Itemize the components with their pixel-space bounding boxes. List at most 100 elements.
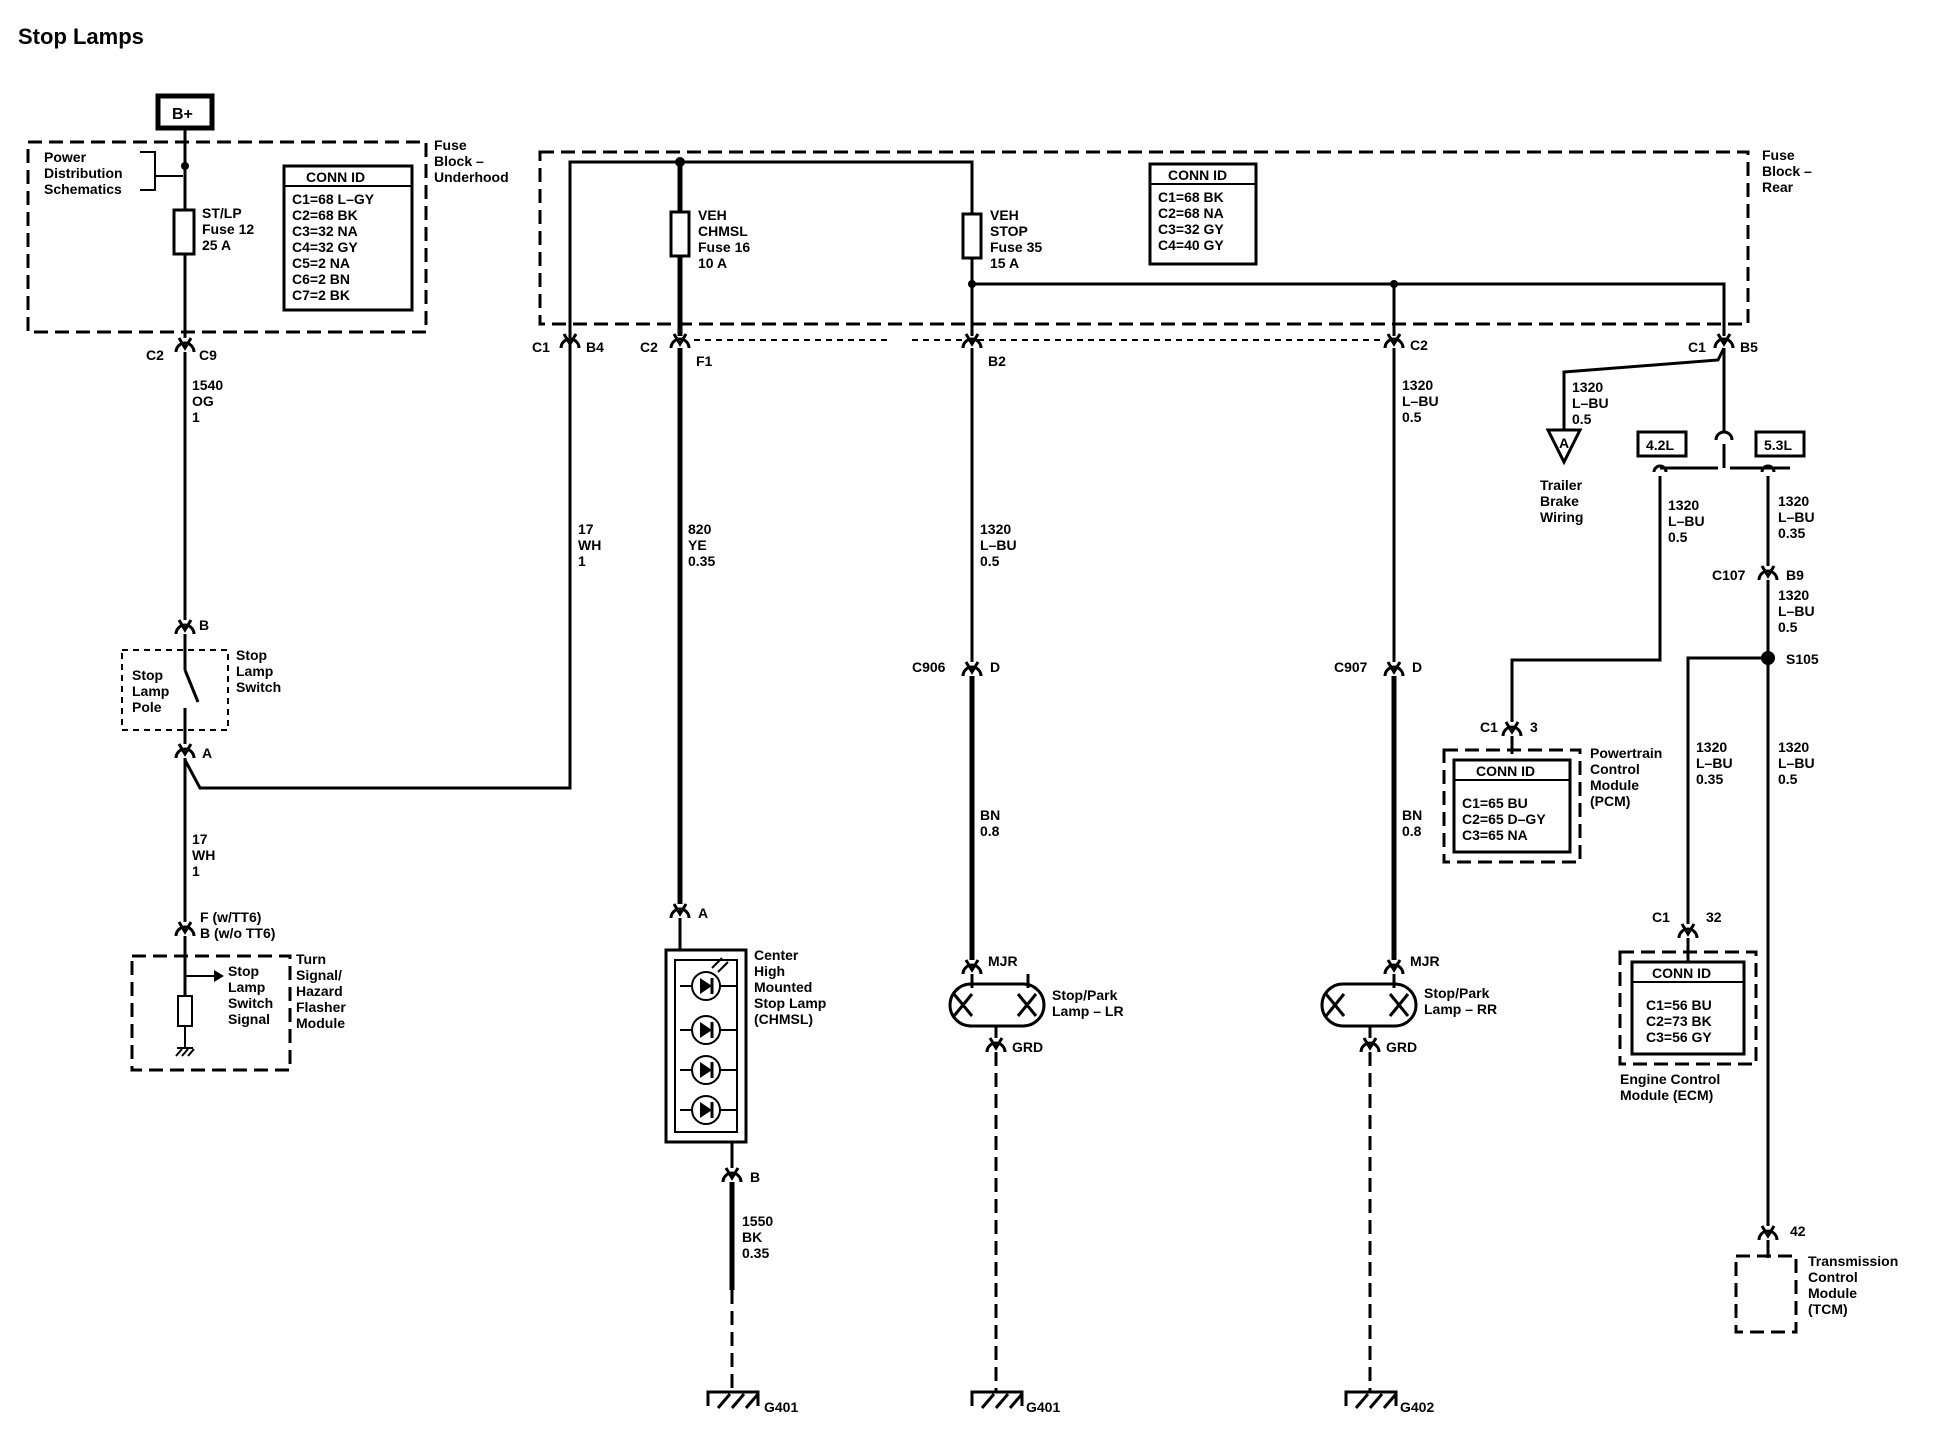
wire-820-label: YE [688,537,707,553]
wire-1320-rr-label: 1320 [1402,377,1433,393]
tcm-name: Transmission [1808,1253,1898,1269]
rear-conn-id: CONN ID C1=68 BK C2=68 NA C3=32 GY C4=40… [1148,162,1258,266]
wire-1320-rr-label: 0.5 [1402,409,1422,425]
pcm-conn-row: C1=65 BU [1462,795,1528,811]
pcm-pin [1501,720,1523,738]
fuse-block-rear: Fuse Block – Rear VEH CHMSL Fuse 16 10 A… [538,147,1812,340]
flasher-signal-label: Switch [228,995,273,1011]
flasher-name-label: Turn [296,951,326,967]
fuse12-label-1: ST/LP [202,205,242,221]
underhood-conn-row: C5=2 NA [292,255,350,271]
connector-c2-f1 [669,332,691,350]
wire-1320-42-label: 1320 [1668,497,1699,513]
chmsl-name-label: Mounted [754,979,812,995]
lamp-lr-ground-label: G401 [1026,1399,1060,1415]
lamp-lr-name: Lamp – LR [1052,1003,1124,1019]
fuse12-label-3: 25 A [202,237,231,253]
c1-b4-label: B4 [586,339,604,355]
ecm-conn-row: C1=56 BU [1646,997,1712,1013]
c2-label: C2 [1410,337,1428,353]
c907-label: C907 [1334,659,1368,675]
underhood-label-1: Fuse [434,137,467,153]
rear-conn-title: CONN ID [1168,167,1227,183]
fuse35-label: STOP [990,223,1028,239]
c2-f1-label: C2 [640,339,658,355]
wire-1320-c107-label: L–BU [1778,603,1815,619]
connector-c2-c9 [174,336,196,354]
led-icon [690,1054,722,1086]
underhood-label-3: Underhood [434,169,509,185]
bn-rr-label: 0.8 [1402,823,1422,839]
diagram-title: Stop Lamps [18,24,144,49]
wire-1550-label: 1550 [742,1213,773,1229]
conn-c9-label: C9 [199,347,217,363]
wire-1320-rr-label: L–BU [1402,393,1439,409]
bn-lr-label: BN [980,807,1000,823]
trailer-ref-triangle [1545,428,1583,466]
battery-label: B+ [172,106,193,123]
wire-17-lower-label: 17 [192,831,208,847]
wire-820-label: 0.35 [688,553,715,569]
pcm-name: Module [1590,777,1639,793]
led-icon [690,1094,722,1126]
pcm-name: (PCM) [1590,793,1630,809]
wire-1320-42-label: L–BU [1668,513,1705,529]
switch-name-label: Switch [236,679,281,695]
wire-1320-ecm-label: 1320 [1696,739,1727,755]
lamp-rr-mjr-pin [1383,958,1405,976]
tcm-pin [1757,1224,1779,1242]
chmsl-pin-b-label: B [750,1169,760,1185]
lamp-rr-grd-label: GRD [1386,1039,1417,1055]
wire-1320-53-label: 0.35 [1778,525,1805,541]
pcm-name: Control [1590,761,1640,777]
trailer-ref-label: A [1559,435,1569,451]
turn-signal-hazard-flasher-module: Stop Lamp Switch Signal Turn Signal/ Haz… [130,936,346,1072]
chmsl-ground-label: G401 [764,1399,798,1415]
switch-name-label: Stop [236,647,267,663]
stop-park-lamp-lr: Stop/Park Lamp – LR [948,974,1124,1028]
led-icon [690,970,722,1002]
fuse-16 [669,210,691,258]
c1-b5-label: B5 [1740,339,1758,355]
wire-1320-tcm-label: 0.5 [1778,771,1798,787]
wire-17-lower-label: 1 [192,863,200,879]
wire-1320-trailer-label: 1320 [1572,379,1603,395]
lamp-lr-mjr-label: MJR [988,953,1018,969]
lamp-lr-grd-pin [985,1036,1007,1054]
rear-block-label: Fuse [1762,147,1795,163]
flasher-signal-label: Lamp [228,979,265,995]
power-dist-label-3: Schematics [44,181,122,197]
wire-1320-trailer-label: 0.5 [1572,411,1592,427]
rear-conn-row: C1=68 BK [1158,189,1224,205]
wire-17-upper-label: 17 [578,521,594,537]
connector-c907 [1383,660,1405,678]
fuse35-label: VEH [990,207,1019,223]
tcm-pin-label: 42 [1790,1223,1806,1239]
wire-1550-label: 0.35 [742,1245,769,1261]
connector-c107 [1757,564,1779,582]
wire-1320-c107-label: 1320 [1778,587,1809,603]
c907-pin-label: D [1412,659,1422,675]
lamp-rr-ground-label: G402 [1400,1399,1434,1415]
rear-conn-row: C3=32 GY [1158,221,1224,237]
pcm-conn-title: CONN ID [1476,763,1535,779]
flasher-pin-label: B (w/o TT6) [200,925,275,941]
flasher-pin [174,920,196,938]
rear-conn-row: C2=68 NA [1158,205,1224,221]
led-icon [690,1014,722,1046]
switch-pin-a [174,742,196,760]
wire-1320-tcm-label: 1320 [1778,739,1809,755]
ground-icon [970,1390,1024,1410]
bn-rr-label: BN [1402,807,1422,823]
flasher-pin-label: F (w/TT6) [200,909,261,925]
switch-pin-b [174,618,196,636]
underhood-label-2: Block – [434,153,484,169]
wire-1320-53-label: 1320 [1778,493,1809,509]
chmsl-lamp: Center High Mounted Stop Lamp (CHMSL) [664,918,826,1144]
wire-1320-tcm-label: L–BU [1778,755,1815,771]
underhood-conn-row: C6=2 BN [292,271,350,287]
fuse35-label: Fuse 35 [990,239,1042,255]
wire-820-label: 820 [688,521,712,537]
flasher-name-label: Flasher [296,999,346,1015]
